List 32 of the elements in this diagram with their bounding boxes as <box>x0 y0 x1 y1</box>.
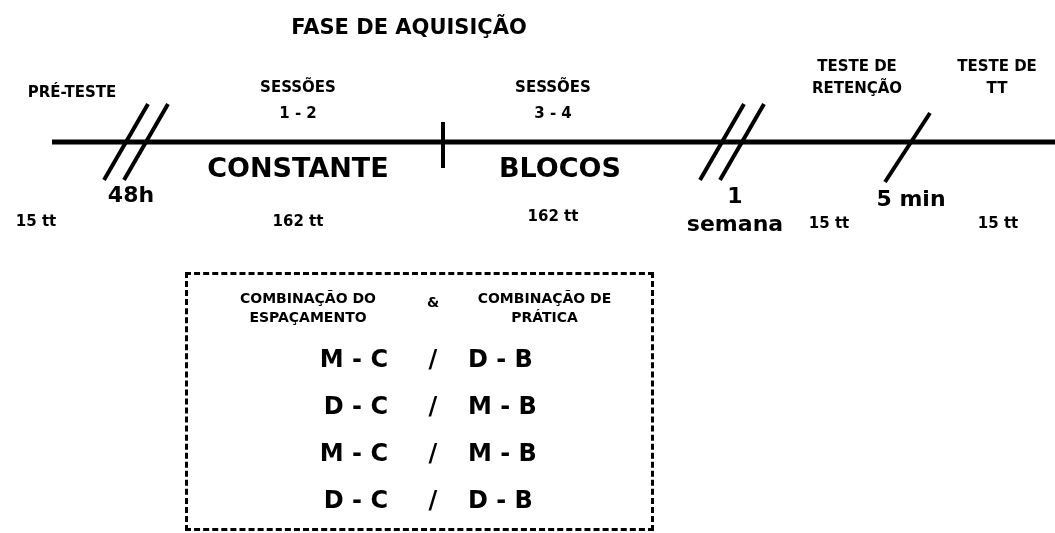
timeline-label: TESTE DE TT <box>957 56 1037 99</box>
table-cell: M - B <box>468 390 537 421</box>
timeline-label: 162 tt <box>271 211 325 232</box>
table-cell: D - C <box>323 484 388 515</box>
timeline-label: 162 tt <box>526 206 580 227</box>
timeline-label: BLOCOS <box>498 151 622 185</box>
timeline-label: PRÉ-TESTE <box>26 81 118 103</box>
timeline-label: 5 min <box>875 185 947 213</box>
timeline-label: SESSÕES 3 - 4 <box>514 76 592 124</box>
timeline-label: 48h <box>106 181 156 209</box>
table-cell: / <box>428 343 438 374</box>
table-cell: D - B <box>468 343 533 374</box>
column-header: & <box>425 293 441 312</box>
timeline-label: 15 tt <box>976 213 1020 234</box>
timeline-label: 15 tt <box>14 211 58 232</box>
table-cell: M - B <box>468 437 537 468</box>
table-cell: / <box>428 484 438 515</box>
timeline-label: 15 tt <box>807 213 851 234</box>
column-header: COMBINAÇÃO DE PRÁTICA <box>476 289 613 327</box>
timeline-label: CONSTANTE <box>206 151 390 185</box>
table-cell: D - B <box>468 484 533 515</box>
table-cell: M - C <box>319 437 388 468</box>
timeline-label: SESSÕES 1 - 2 <box>259 76 337 124</box>
table-cell: M - C <box>319 343 388 374</box>
title: FASE DE AQUISIÇÃO <box>291 13 527 41</box>
table-cell: / <box>428 437 438 468</box>
condition-box <box>185 272 654 531</box>
table-cell: D - C <box>323 390 388 421</box>
column-header: COMBINAÇÃO DO ESPAÇAMENTO <box>239 289 377 327</box>
table-cell: / <box>428 390 438 421</box>
timeline-label: TESTE DE RETENÇÃO <box>810 56 904 99</box>
timeline-label: 1 semana <box>685 182 785 238</box>
